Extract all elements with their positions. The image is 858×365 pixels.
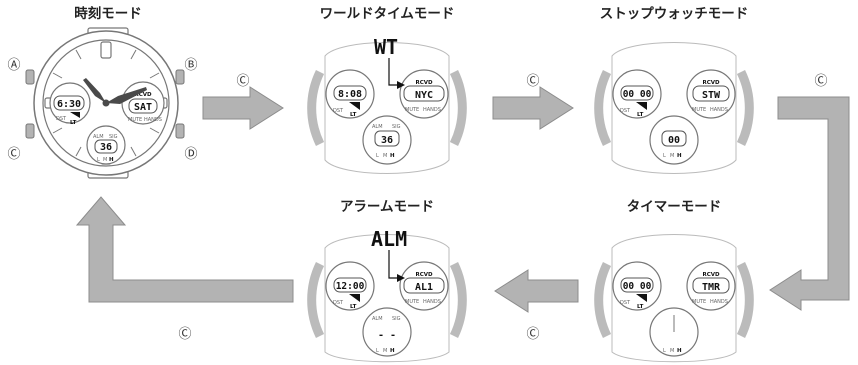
m-label: M bbox=[670, 348, 674, 354]
alm-label: ALM bbox=[372, 316, 383, 322]
timer-left-display: 00 00 bbox=[623, 281, 652, 292]
arrow-timer-to-alarm bbox=[494, 269, 579, 313]
lt-label: LT bbox=[637, 304, 644, 310]
arrow-stopwatch-to-timer bbox=[769, 96, 850, 311]
l-label: L bbox=[663, 153, 666, 159]
world-callout: WT bbox=[374, 35, 398, 59]
world-left-display: 8:08 bbox=[338, 89, 362, 100]
button-c-label-4: Ⓒ bbox=[526, 327, 539, 342]
button-d-label: Ⓓ bbox=[184, 147, 197, 162]
l-label: L bbox=[663, 348, 666, 354]
h-label: H bbox=[109, 157, 114, 163]
arrow-alarm-to-time bbox=[75, 196, 294, 303]
sig-label: SIG bbox=[392, 124, 401, 130]
alm-label: ALM bbox=[93, 134, 104, 140]
alarm-bottom-display: - - bbox=[378, 330, 396, 341]
dst-label: DST bbox=[620, 108, 631, 114]
timer-right-display: TMR bbox=[702, 282, 721, 293]
mute-label: MUTE bbox=[692, 107, 706, 113]
mute-label: MUTE bbox=[405, 107, 419, 113]
title-timer-mode: タイマーモード bbox=[627, 199, 722, 215]
rcvd-label: RCVD bbox=[415, 272, 433, 278]
flow-arrows bbox=[75, 86, 850, 313]
dst-label: DST bbox=[620, 300, 631, 306]
arrow-world-to-stopwatch bbox=[492, 86, 574, 130]
lt-label: LT bbox=[350, 304, 357, 310]
h-label: H bbox=[677, 348, 682, 354]
stopwatch-bottom-display: 00 bbox=[668, 135, 680, 146]
dst-label: DST bbox=[333, 108, 344, 114]
mute-label: MUTE bbox=[128, 117, 142, 123]
alarm-left-display: 12:00 bbox=[336, 281, 365, 292]
rcvd-label: RCVD bbox=[702, 80, 720, 86]
watch-world-time-mode: 8:08 DST LT RCVD NYC MUTE HANDS ALM SIG … bbox=[307, 35, 467, 174]
button-c-label-3: Ⓒ bbox=[814, 74, 827, 89]
button-c-label-2: Ⓒ bbox=[526, 74, 539, 89]
title-world-time-mode: ワールドタイムモード bbox=[320, 6, 455, 22]
mute-label: MUTE bbox=[692, 299, 706, 305]
h-label: H bbox=[390, 348, 395, 354]
rcvd-label: RCVD bbox=[134, 92, 152, 98]
l-label: L bbox=[376, 153, 379, 159]
time-left-display: 6:30 bbox=[57, 99, 81, 110]
button-c-label-5: Ⓒ bbox=[178, 327, 191, 342]
hour-hand bbox=[83, 78, 106, 103]
watch-stopwatch-mode: 00 00 DST LT RCVD STW MUTE HANDS 00 L M … bbox=[594, 42, 754, 174]
watch-time-mode: Ⓐ Ⓑ Ⓒ Ⓓ bbox=[7, 27, 198, 179]
minute-hand bbox=[106, 87, 147, 104]
title-time-mode: 時刻モード bbox=[74, 5, 142, 22]
m-label: M bbox=[383, 348, 387, 354]
rcvd-label: RCVD bbox=[702, 272, 720, 278]
m-label: M bbox=[383, 153, 387, 159]
hands-label: HANDS bbox=[144, 117, 162, 123]
rcvd-label: RCVD bbox=[415, 80, 433, 86]
lt-label: LT bbox=[350, 112, 357, 118]
dst-label: DST bbox=[333, 300, 344, 306]
world-bottom-display: 36 bbox=[381, 135, 393, 146]
l-label: L bbox=[97, 157, 100, 163]
sig-label: SIG bbox=[392, 316, 401, 322]
h-label: H bbox=[677, 153, 682, 159]
time-right-display: SAT bbox=[134, 102, 152, 113]
stopwatch-right-display: STW bbox=[702, 90, 721, 101]
hands-label: HANDS bbox=[710, 107, 728, 113]
lt-label: LT bbox=[70, 120, 77, 126]
world-right-display: NYC bbox=[415, 90, 433, 101]
m-label: M bbox=[670, 153, 674, 159]
button-c-label-time: Ⓒ bbox=[7, 147, 20, 162]
lt-label: LT bbox=[637, 112, 644, 118]
time-bottom-display: 36 bbox=[100, 142, 112, 153]
button-b-label: Ⓑ bbox=[184, 58, 197, 73]
l-label: L bbox=[376, 348, 379, 354]
hands-label: HANDS bbox=[423, 107, 441, 113]
h-label: H bbox=[390, 153, 395, 159]
hands-label: HANDS bbox=[710, 299, 728, 305]
watch-alarm-mode: 12:00 DST LT RCVD AL1 MUTE HANDS ALM SIG… bbox=[307, 227, 467, 363]
alarm-right-display: AL1 bbox=[415, 282, 433, 293]
arrow-time-to-world bbox=[202, 86, 284, 130]
m-label: M bbox=[103, 157, 107, 163]
alarm-callout: ALM bbox=[371, 227, 407, 251]
alm-label: ALM bbox=[372, 124, 383, 130]
dst-label: DST bbox=[56, 116, 67, 122]
title-stopwatch-mode: ストップウォッチモード bbox=[600, 6, 749, 22]
title-alarm-mode: アラームモード bbox=[340, 199, 434, 215]
hands-label: HANDS bbox=[423, 299, 441, 305]
mute-label: MUTE bbox=[405, 299, 419, 305]
watch-timer-mode: 00 00 DST LT RCVD TMR MUTE HANDS L M H bbox=[594, 234, 754, 363]
button-a-label: Ⓐ bbox=[7, 58, 20, 73]
stopwatch-left-display: 00 00 bbox=[623, 89, 652, 100]
button-c-label-1: Ⓒ bbox=[236, 74, 249, 89]
sig-label: SIG bbox=[109, 134, 118, 140]
